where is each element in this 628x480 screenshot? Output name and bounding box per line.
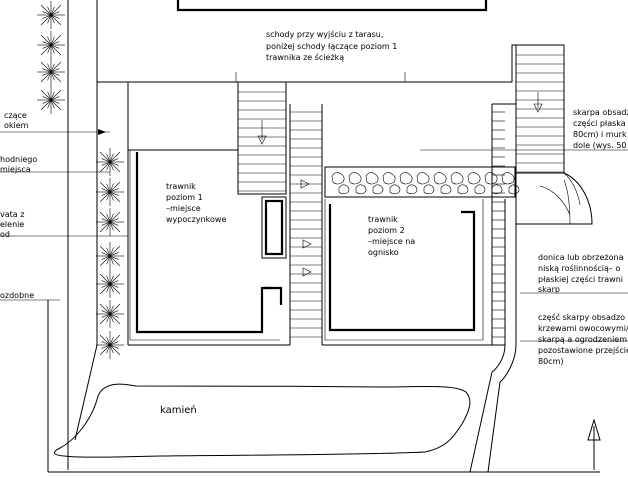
svg-text:schody przy wyjściu z tarasu,: schody przy wyjściu z tarasu, bbox=[266, 29, 383, 39]
svg-text:niską roślinnością– o: niską roślinnością– o bbox=[538, 263, 620, 273]
escarpment-part-line-2: krzewami owocowymi/ bbox=[538, 324, 628, 333]
lawn-2-line-4: ognisko bbox=[368, 248, 399, 257]
left-cut-8: ozdobne bbox=[0, 291, 34, 300]
plant-symbol-icon bbox=[96, 300, 124, 328]
leader-lines-left bbox=[0, 129, 128, 301]
escarpment-line-1: skarpa obsadzo bbox=[573, 108, 628, 117]
plant-symbol-icon bbox=[96, 270, 124, 298]
left-cut-3: hodniego bbox=[0, 155, 37, 164]
svg-text:poziom 2: poziom 2 bbox=[368, 226, 405, 235]
svg-text:trawnik: trawnik bbox=[368, 215, 398, 224]
left-cut-5: vata z bbox=[0, 210, 24, 219]
svg-text:trawnika ze ścieżką: trawnika ze ścieżką bbox=[266, 52, 344, 62]
left-boundary bbox=[47, 0, 600, 473]
svg-text:skarp: skarp bbox=[538, 285, 560, 294]
plant-symbol-icon bbox=[96, 208, 124, 236]
hedge-plants bbox=[37, 1, 124, 359]
escarpment-part-line-5: 80cm) bbox=[538, 357, 564, 366]
north-arrow-icon bbox=[587, 418, 601, 470]
lawn-1-line-2: poziom 1 bbox=[166, 193, 203, 202]
plant-symbol-icon bbox=[96, 178, 124, 206]
building-outline bbox=[96, 0, 528, 83]
plant-symbol-icon bbox=[96, 331, 124, 359]
stone-shape bbox=[54, 383, 471, 458]
left-cut-6: elenie bbox=[0, 220, 24, 229]
stairs-note-line-3: trawnika ze ścieżką bbox=[266, 52, 344, 62]
escarpment-line-4: dole (wys. 50 bbox=[573, 141, 627, 150]
escarpment-stairs bbox=[469, 44, 593, 473]
svg-text:poniżej schody łączące poziom: poniżej schody łączące poziom 1 bbox=[266, 42, 397, 51]
left-cut-7: od bbox=[0, 230, 10, 239]
lawn-2-line-2: poziom 2 bbox=[368, 226, 405, 235]
left-cut-2: okiem bbox=[4, 121, 29, 130]
escarpment-line-3: 80cm) i murk bbox=[573, 130, 627, 139]
escarpment-label: skarpa obsadzo części płaska 80cm) i mur… bbox=[573, 108, 628, 150]
svg-text:80cm) i murk: 80cm) i murk bbox=[573, 130, 627, 139]
svg-text:hodniego: hodniego bbox=[0, 155, 37, 164]
left-cut-4: miejsca bbox=[0, 165, 31, 174]
lawn-level-2 bbox=[322, 199, 505, 346]
svg-text:–miejsce: –miejsce bbox=[166, 204, 201, 213]
escarpment-part-line-4: pozostawione przejście bbox=[538, 345, 628, 355]
planter-line-3: płaskiej części trawni bbox=[538, 274, 623, 284]
stairs-note: schody przy wyjściu z tarasu, poniżej sc… bbox=[266, 29, 397, 62]
plant-symbol-icon bbox=[96, 148, 124, 176]
plant-symbol-icon bbox=[37, 31, 65, 59]
planter-label: donica lub obrzeżona niską roślinnością–… bbox=[538, 253, 624, 294]
svg-text:donica lub obrzeżona: donica lub obrzeżona bbox=[538, 253, 624, 262]
svg-text:skarpa obsadzo: skarpa obsadzo bbox=[573, 108, 628, 117]
plant-symbol-icon bbox=[96, 242, 124, 270]
stone-strip bbox=[324, 166, 520, 198]
svg-text:miejsca: miejsca bbox=[0, 165, 31, 174]
svg-text:płaskiej części trawni: płaskiej części trawni bbox=[538, 274, 623, 284]
svg-text:okiem: okiem bbox=[4, 121, 29, 130]
left-cut-labels: czące okiem hodniego miejsca vata z elen… bbox=[0, 111, 37, 300]
lawn-1-line-1: trawnik bbox=[166, 182, 196, 191]
plant-symbol-icon bbox=[37, 1, 65, 29]
escarpment-part-line-3: skarpą a ogrodzeniem bbox=[538, 335, 627, 344]
left-cut-1: czące bbox=[4, 111, 27, 120]
svg-text:trawnik: trawnik bbox=[166, 182, 196, 191]
stairs-terrace bbox=[237, 81, 287, 195]
stone-label: kamień bbox=[160, 404, 197, 416]
svg-text:skarpą a ogrodzeniem: skarpą a ogrodzeniem bbox=[538, 335, 627, 344]
svg-text:od: od bbox=[0, 230, 10, 239]
direction-arrows bbox=[257, 92, 543, 277]
plant-symbol-icon bbox=[37, 86, 65, 114]
planter-line-2: niską roślinnością– o bbox=[538, 263, 620, 273]
svg-text:czące: czące bbox=[4, 111, 27, 120]
lawn-2-line-3: –miejsce na bbox=[368, 237, 415, 246]
svg-text:poziom 1: poziom 1 bbox=[166, 193, 203, 202]
escarpment-part-line-1: część skarpy obsadzo bbox=[538, 312, 625, 322]
svg-text:elenie: elenie bbox=[0, 220, 24, 229]
stairs-walkway bbox=[289, 104, 323, 345]
planter-line-1: donica lub obrzeżona bbox=[538, 253, 624, 262]
svg-text:krzewami owocowymi/: krzewami owocowymi/ bbox=[538, 324, 628, 333]
svg-text:–miejsce na: –miejsce na bbox=[368, 237, 415, 246]
escarpment-line-2: części płaska bbox=[573, 118, 626, 128]
svg-text:część skarpy obsadzo: część skarpy obsadzo bbox=[538, 312, 625, 322]
planter-line-4: skarp bbox=[538, 285, 560, 294]
svg-text:wypoczynkowe: wypoczynkowe bbox=[166, 215, 226, 224]
svg-text:pozostawione przejście: pozostawione przejście bbox=[538, 345, 628, 355]
small-planters bbox=[261, 196, 287, 305]
lawn-1-label: trawnik poziom 1 –miejsce wypoczynkowe bbox=[166, 182, 226, 224]
lawn-1-line-3: –miejsce bbox=[166, 204, 201, 213]
escarpment-part-label: część skarpy obsadzo krzewami owocowymi/… bbox=[538, 312, 628, 366]
lawn-1-line-4: wypoczynkowe bbox=[166, 215, 226, 224]
svg-text:vata z: vata z bbox=[0, 210, 24, 219]
svg-text:ozdobne: ozdobne bbox=[0, 291, 34, 300]
svg-text:dole (wys. 50: dole (wys. 50 bbox=[573, 141, 627, 150]
stairs-note-line-2: poniżej schody łączące poziom 1 bbox=[266, 42, 397, 51]
lawn-2-line-1: trawnik bbox=[368, 215, 398, 224]
svg-text:80cm): 80cm) bbox=[538, 357, 564, 366]
svg-text:ognisko: ognisko bbox=[368, 248, 399, 257]
stairs-note-line-1: schody przy wyjściu z tarasu, bbox=[266, 29, 383, 39]
svg-text:części płaska: części płaska bbox=[573, 118, 626, 128]
leader-lines-right bbox=[420, 149, 628, 342]
plant-symbol-icon bbox=[37, 58, 65, 86]
lawn-2-label: trawnik poziom 2 –miejsce na ognisko bbox=[368, 215, 415, 257]
